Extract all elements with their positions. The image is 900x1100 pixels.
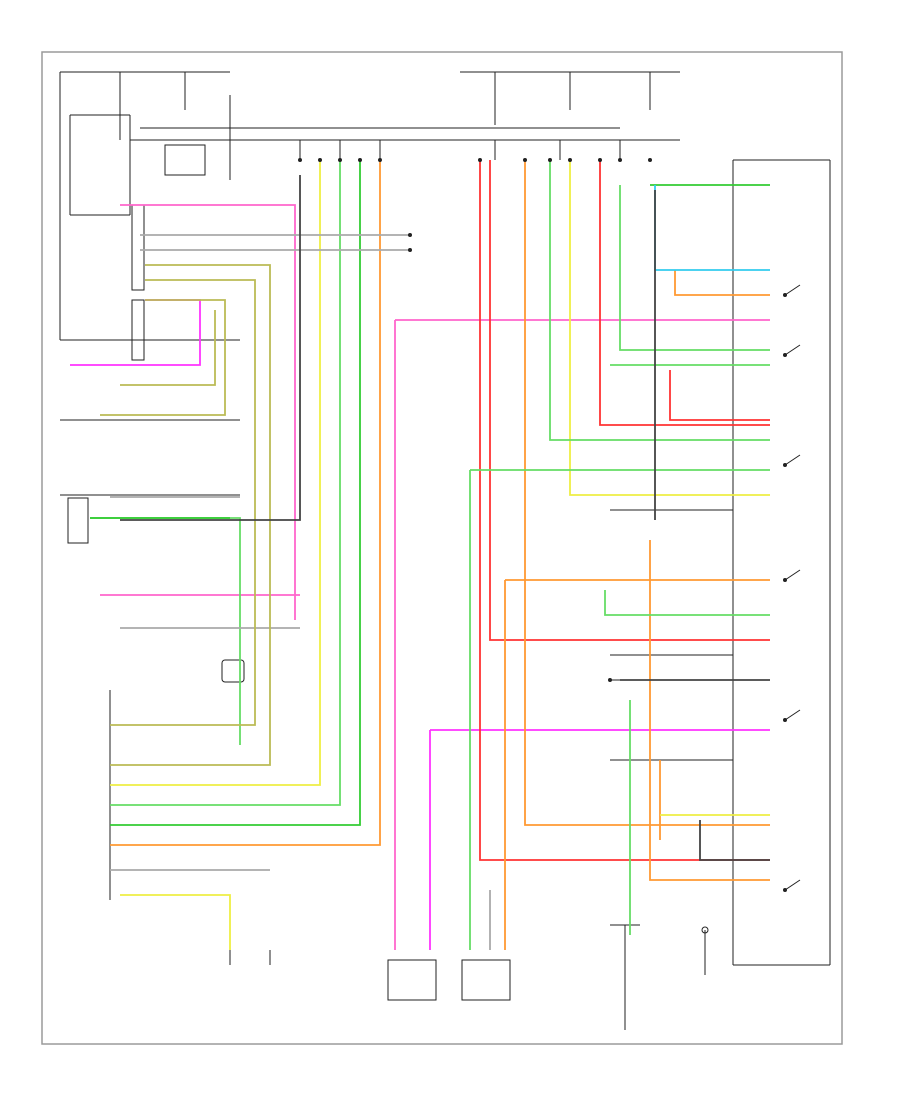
- wire-green: [90, 160, 770, 826]
- wire-light-blue: [654, 185, 770, 271]
- wire-gray: [110, 234, 491, 950]
- left-connectors: [60, 204, 245, 900]
- diagram-border: [41, 51, 843, 1045]
- wire-red: [479, 160, 770, 861]
- wire-yellow: [110, 160, 770, 950]
- right-components: [610, 159, 831, 966]
- colored-wires: [70, 160, 770, 950]
- wire-orange: [110, 160, 770, 950]
- wire-light-green: [90, 160, 770, 950]
- wire-pink: [100, 204, 770, 950]
- wire-black: [120, 175, 770, 861]
- fuse-blocks: [59, 71, 680, 341]
- wire-magenta: [70, 299, 770, 950]
- wire-olive: [100, 264, 271, 766]
- connector-pins: [298, 158, 787, 892]
- bottom-components: [229, 924, 709, 1030]
